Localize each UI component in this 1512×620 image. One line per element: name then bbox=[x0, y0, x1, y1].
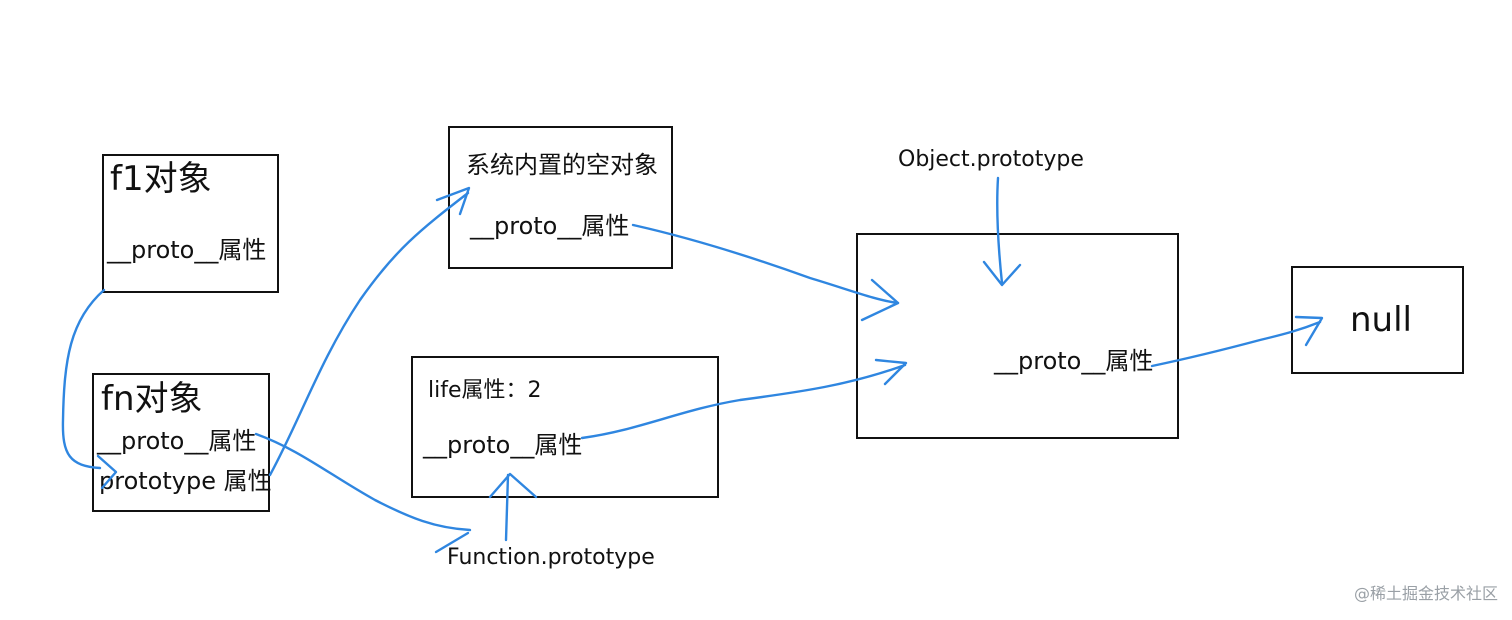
fn-prototype-label: prototype 属性 bbox=[99, 467, 272, 495]
system-empty-object-proto-label: __proto__属性 bbox=[470, 212, 630, 240]
fn-title: fn对象 bbox=[101, 379, 203, 419]
system-empty-object-box bbox=[448, 126, 673, 269]
null-box bbox=[1291, 266, 1464, 374]
object-prototype-box bbox=[856, 233, 1179, 439]
watermark: @稀土掘金技术社区 bbox=[1353, 584, 1498, 603]
fn-proto-label: __proto__属性 bbox=[97, 427, 257, 455]
function-prototype-proto-label: __proto__属性 bbox=[423, 431, 583, 459]
object-prototype-proto-label: __proto__属性 bbox=[994, 347, 1154, 375]
object-prototype-label: Object.prototype bbox=[898, 147, 1084, 172]
system-empty-object-title: 系统内置的空对象 bbox=[466, 151, 658, 179]
function-prototype-label: Function.prototype bbox=[447, 545, 655, 570]
f1-title: f1对象 bbox=[110, 159, 212, 199]
null-label: null bbox=[1350, 300, 1412, 340]
f1-proto-label: __proto__属性 bbox=[107, 236, 267, 264]
function-prototype-life-label: life属性：2 bbox=[428, 378, 542, 403]
